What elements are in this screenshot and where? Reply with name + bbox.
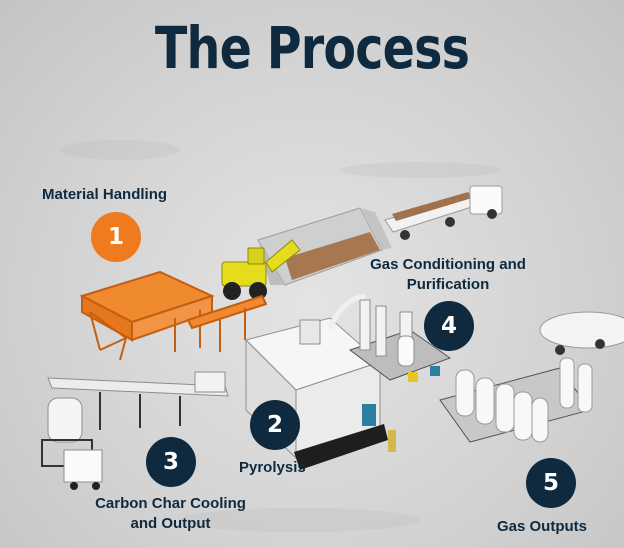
step-4-label-line-2: Purification (406, 276, 490, 293)
gas-output-equipment (439, 311, 624, 443)
step-4-label-line-1: Gas Conditioning and (370, 256, 526, 273)
step-5-badge: 5 (526, 458, 576, 508)
step-3-label-line-2: and Output (130, 515, 211, 532)
step-3-label: Carbon Char Cooling and Output (78, 494, 263, 534)
step-4-label: Gas Conditioning and Purification (350, 255, 546, 295)
step-5-label: Gas Outputs (497, 518, 588, 535)
char-output-equipment (41, 371, 229, 490)
delivery-truck (384, 185, 503, 240)
step-3-label-line-1: Carbon Char Cooling (95, 495, 246, 512)
step-4-badge: 4 (424, 301, 474, 351)
step-1-badge: 1 (91, 212, 141, 262)
step-3-badge: 3 (146, 437, 196, 487)
material-handling-equipment (79, 270, 268, 361)
gas-conditioning-equipment (327, 293, 452, 382)
step-2-label: Pyrolysis (239, 459, 306, 476)
wheel-loader (221, 239, 301, 300)
step-1-label: Material Handling (42, 186, 168, 203)
step-2-badge: 2 (250, 400, 300, 450)
page-title: The Process (154, 14, 470, 82)
